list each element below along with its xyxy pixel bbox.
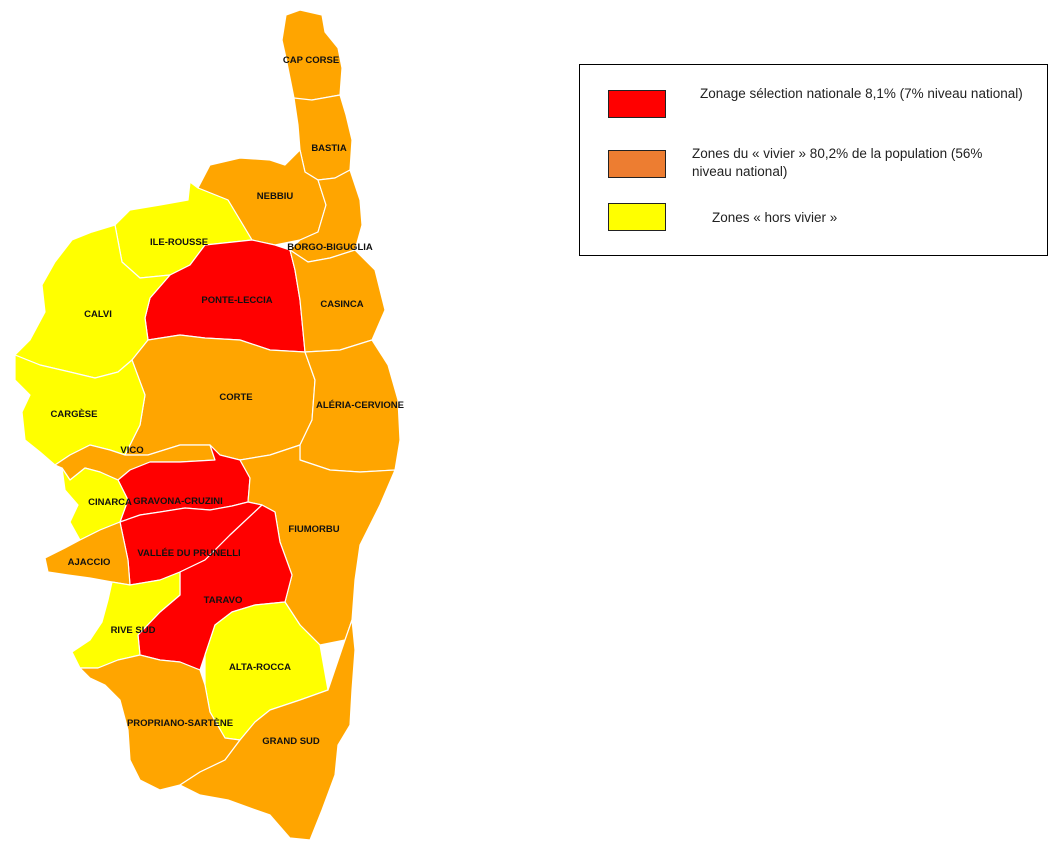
zone-label: CARGÈSE	[51, 409, 98, 420]
zone-casinca[interactable]	[289, 249, 386, 353]
zone-label: ALÉRIA-CERVIONE	[316, 400, 404, 411]
map-legend: Zonage sélection nationale 8,1% (7% nive…	[579, 64, 1048, 256]
zone-label: CALVI	[84, 309, 112, 320]
legend-swatch-hors-vivier	[608, 203, 666, 231]
zone-label: RIVE SUD	[111, 625, 156, 636]
zone-label: VALLÉE DU PRUNELLI	[137, 548, 240, 559]
zone-label: NEBBIU	[257, 191, 294, 202]
map-zones	[14, 9, 401, 841]
zone-label: BORGO-BIGUGLIA	[287, 242, 373, 253]
zone-label: PONTE-LECCIA	[201, 295, 272, 306]
zone-label: GRAND SUD	[262, 736, 320, 747]
legend-swatch-selection	[608, 90, 666, 118]
zone-ajaccio[interactable]	[44, 521, 131, 586]
zone-label: VICO	[120, 445, 143, 456]
zone-label: AJACCIO	[68, 557, 111, 568]
map-labels: CAP CORSE BASTIA NEBBIU ILE-ROUSSE BORGO…	[51, 55, 404, 747]
legend-label-selection: Zonage sélection nationale 8,1% (7% nive…	[700, 86, 1023, 101]
zone-label: ILE-ROUSSE	[150, 237, 208, 248]
zone-label: CORTE	[219, 392, 252, 403]
legend-swatch-vivier	[608, 150, 666, 178]
zone-label: GRAVONA-CRUZINI	[133, 496, 223, 507]
zone-label: ALTA-ROCCA	[229, 662, 291, 673]
zone-label: CAP CORSE	[283, 55, 339, 66]
zone-label: BASTIA	[311, 143, 347, 154]
zone-label: CASINCA	[320, 299, 363, 310]
legend-label-hors-vivier: Zones « hors vivier »	[712, 210, 838, 225]
zone-grand-sud[interactable]	[179, 619, 356, 841]
zone-label: TARAVO	[204, 595, 243, 606]
zone-label: CINARCA	[88, 497, 132, 508]
zone-label: PROPRIANO-SARTÈNE	[127, 718, 233, 729]
zone-label: FIUMORBU	[288, 524, 339, 535]
legend-label-vivier: Zones du « vivier » 80,2% de la populati…	[692, 146, 983, 179]
corsica-map: CAP CORSE BASTIA NEBBIU ILE-ROUSSE BORGO…	[14, 9, 404, 841]
